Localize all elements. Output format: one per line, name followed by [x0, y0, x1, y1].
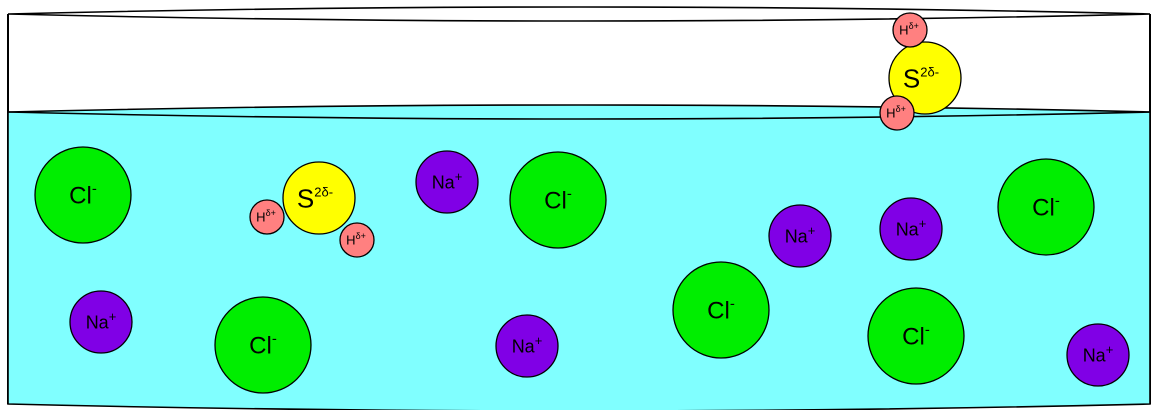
sodium-ion-circle	[495, 314, 559, 378]
hydrogen-atom-circle	[249, 199, 285, 235]
chloride-ion-label: Cl-	[707, 296, 735, 325]
hydrogen-atom-circle	[339, 222, 375, 258]
chloride-ion: Cl-	[214, 296, 312, 394]
sulfur-atom: S2δ-	[888, 41, 962, 115]
particles: Cl- Cl- Cl- Cl- Cl- Cl- Na+ Na+ Na+ Na+ Na+ Na+ S2δ-…	[34, 12, 1130, 394]
chloride-ion-circle	[509, 151, 607, 249]
sodium-ion-circle	[69, 290, 133, 354]
sulfur-atom: S2δ-	[282, 161, 356, 235]
chloride-ion-label: Cl-	[544, 186, 572, 215]
chloride-ion: Cl-	[509, 151, 607, 249]
hydrogen-atom-circle	[879, 95, 915, 131]
hydrogen-atom-label: Hδ+	[886, 104, 906, 120]
chloride-ion-label: Cl-	[902, 322, 930, 351]
sodium-ion-circle	[1066, 323, 1130, 387]
hydrogen-atom: Hδ+	[892, 12, 928, 48]
sodium-ion-label: Na+	[785, 223, 816, 247]
chloride-ion-circle	[672, 261, 770, 359]
sodium-ion-circle	[879, 197, 943, 261]
sodium-ion-label: Na+	[432, 169, 463, 193]
hydrogen-atom-label: Hδ+	[899, 21, 919, 37]
chloride-ion-circle	[34, 146, 132, 244]
sodium-ion: Na+	[415, 150, 479, 214]
sodium-ion-label: Na+	[512, 333, 543, 357]
sodium-ion-label: Na+	[1083, 342, 1114, 366]
hydrogen-atom: Hδ+	[339, 222, 375, 258]
chloride-ion: Cl-	[867, 287, 965, 385]
sodium-ion-circle	[768, 204, 832, 268]
hydrogen-atom-circle	[892, 12, 928, 48]
sulfur-atom-label: S2δ-	[903, 63, 939, 93]
hydrogen-atom: Hδ+	[249, 199, 285, 235]
chloride-ion-circle	[867, 287, 965, 385]
chloride-ion: Cl-	[997, 158, 1095, 256]
beaker-rim	[7, 6, 1151, 22]
sodium-ion: Na+	[768, 204, 832, 268]
chloride-ion-label: Cl-	[249, 331, 277, 360]
sulfur-atom-circle	[282, 161, 356, 235]
sodium-ion: Na+	[1066, 323, 1130, 387]
chloride-ion: Cl-	[672, 261, 770, 359]
chloride-ion: Cl-	[34, 146, 132, 244]
water-body	[7, 104, 1151, 410]
hydrogen-atom-label: Hδ+	[346, 231, 366, 247]
sodium-ion-label: Na+	[896, 216, 927, 240]
sulfur-atom-label: S2δ-	[297, 183, 333, 213]
chloride-ion-circle	[214, 296, 312, 394]
sodium-ion: Na+	[69, 290, 133, 354]
chloride-ion-label: Cl-	[1032, 193, 1060, 222]
chloride-ion-circle	[997, 158, 1095, 256]
sodium-ion: Na+	[495, 314, 559, 378]
sodium-ion-circle	[415, 150, 479, 214]
sodium-ion: Na+	[879, 197, 943, 261]
sodium-ion-label: Na+	[86, 309, 117, 333]
hydrogen-atom: Hδ+	[879, 95, 915, 131]
chloride-ion-label: Cl-	[69, 181, 97, 210]
water-surface	[7, 111, 1151, 120]
sulfur-atom-circle	[888, 41, 962, 115]
hydrogen-atom-label: Hδ+	[256, 208, 276, 224]
